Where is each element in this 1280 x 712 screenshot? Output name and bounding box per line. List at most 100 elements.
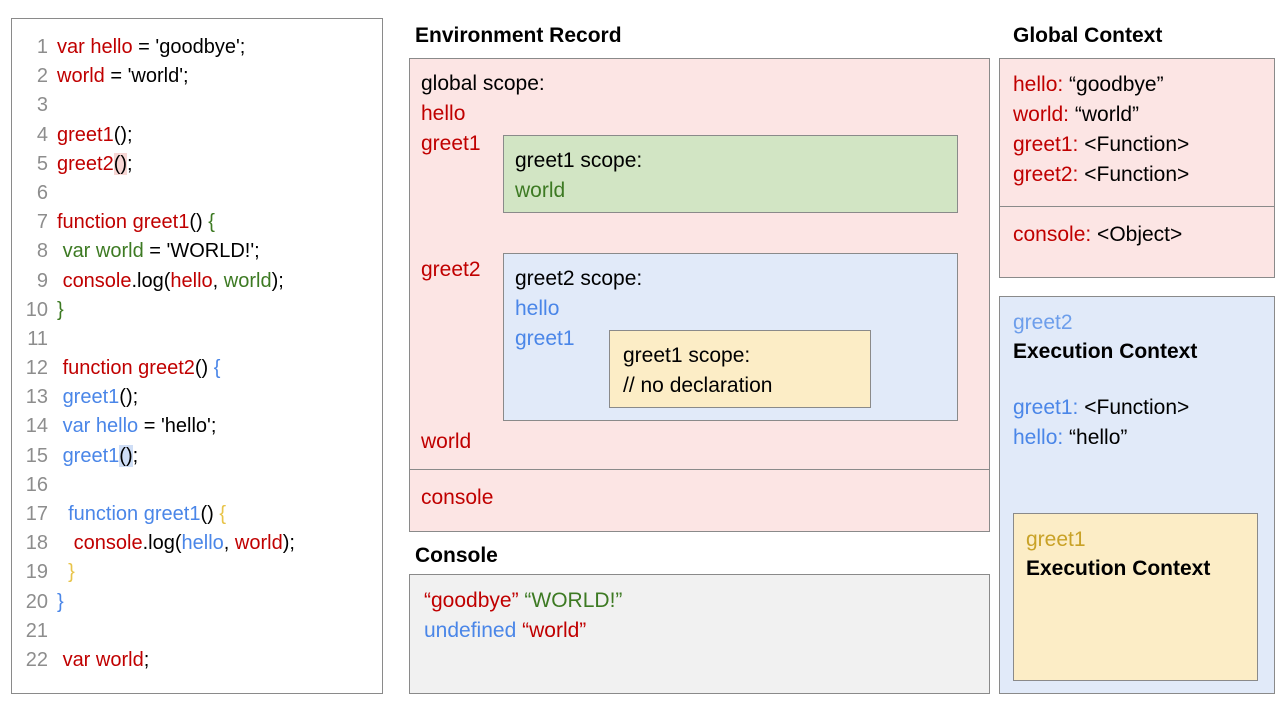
- code-token: = 'hello';: [138, 415, 217, 438]
- code-token: var hello: [62, 415, 139, 438]
- greet2-scope-box: greet2 scope: hello greet1 greet1 scope:…: [503, 253, 958, 421]
- line-number: 1: [36, 36, 48, 58]
- global-context-console-row: console: <Object>: [1000, 207, 1274, 250]
- code-token: function greet1: [57, 211, 190, 234]
- code-line: 15 greet1();: [12, 442, 382, 471]
- code-line: 11: [12, 325, 382, 354]
- variable-value: “hello”: [1063, 426, 1128, 449]
- line-number: 2: [36, 65, 48, 88]
- code-token: console: [73, 532, 143, 555]
- code-token: }: [68, 561, 75, 584]
- environment-record-title: Environment Record: [415, 24, 622, 47]
- code-token: ;: [132, 444, 139, 467]
- variable-key: world:: [1013, 103, 1070, 126]
- line-number: 21: [25, 619, 48, 642]
- line-number: 10: [25, 298, 48, 321]
- code-token: greet1: [57, 123, 114, 146]
- variable-key: greet1:: [1013, 133, 1079, 156]
- code-token: ;: [143, 648, 150, 671]
- global-console-value: <Object>: [1091, 223, 1183, 246]
- code-token: {: [208, 211, 215, 234]
- greet1-scope-binding-world: world: [515, 179, 566, 202]
- line-number: 4: [36, 123, 48, 146]
- code-token: ();: [119, 386, 139, 409]
- code-token: ,: [212, 269, 224, 292]
- greet2-exec-heading: Execution Context: [1013, 340, 1198, 363]
- code-token: [57, 532, 74, 554]
- global-scope-section: global scope: hello greet1 greet1 scope:…: [410, 59, 989, 470]
- global-console-entry: console: <Object>: [1013, 220, 1274, 250]
- code-token: greet2: [57, 152, 114, 175]
- console-lines-container: “goodbye” “WORLD!”undefined “world”: [424, 586, 989, 646]
- line-number: 16: [25, 473, 48, 496]
- console-token: “world”: [522, 619, 587, 642]
- code-token: }: [57, 590, 64, 613]
- code-token: console: [62, 269, 132, 292]
- variable-value: “world”: [1069, 103, 1140, 126]
- environment-record-box: global scope: hello greet1 greet1 scope:…: [409, 58, 990, 532]
- global-scope-label: global scope:: [421, 72, 545, 95]
- line-number: 15: [25, 444, 48, 467]
- greet2-execution-context-variables: greet1: <Function>hello: “hello”: [1013, 393, 1274, 453]
- code-token: greet1: [62, 386, 120, 409]
- console-title: Console: [415, 544, 498, 567]
- variable-value: “goodbye”: [1063, 73, 1164, 96]
- line-number: 19: [25, 561, 48, 584]
- line-number: 17: [25, 503, 48, 525]
- greet1-exec-heading: Execution Context: [1026, 557, 1211, 580]
- greet2-scope-label: greet2 scope:: [515, 267, 643, 290]
- code-token: greet1: [62, 444, 120, 467]
- code-token: ;: [127, 152, 133, 175]
- code-token: var hello: [57, 36, 133, 58]
- console-binding-section: console: [410, 470, 989, 530]
- code-line: 16: [12, 471, 382, 500]
- greet1-scope-box: greet1 scope: world: [503, 135, 958, 213]
- line-number: 7: [36, 211, 48, 234]
- code-token: (): [189, 211, 209, 234]
- binding-world: world: [421, 430, 472, 453]
- code-token: {: [219, 503, 227, 525]
- global-context-title: Global Context: [1013, 24, 1163, 47]
- line-number: 9: [36, 269, 48, 292]
- line-number: 22: [25, 648, 48, 671]
- greet2-context-variable: hello: “hello”: [1013, 423, 1274, 453]
- code-line: 14 var hello = 'hello';: [12, 412, 382, 441]
- code-token: = 'world';: [104, 65, 189, 88]
- code-line: 9 console.log(hello, world);: [12, 267, 382, 296]
- code-token: hello: [170, 269, 213, 292]
- variable-key: greet1:: [1013, 396, 1079, 419]
- global-context-variable: greet2: <Function>: [1013, 160, 1274, 190]
- code-token: (): [200, 503, 220, 525]
- code-token: [57, 503, 68, 525]
- global-console-key: console:: [1013, 223, 1092, 246]
- line-number: 20: [25, 590, 48, 613]
- code-token: }: [57, 298, 64, 321]
- binding-greet1: greet1: [421, 132, 481, 155]
- code-token: var world: [62, 648, 144, 671]
- greet2-scope-binding-greet1: greet1: [515, 327, 575, 350]
- binding-console: console: [421, 486, 494, 509]
- code-line: 10}: [12, 296, 382, 325]
- greet2-execution-context-box: greet2 Execution Context greet1: <Functi…: [999, 296, 1275, 694]
- code-line: 7 function greet1() {: [12, 208, 382, 237]
- greet2-scope-binding-hello: hello: [515, 297, 560, 320]
- binding-hello: hello: [421, 102, 466, 125]
- greet1-exec-name: greet1: [1026, 528, 1086, 551]
- greet1-execution-context-box: greet1 Execution Context: [1013, 513, 1258, 681]
- code-line: 3: [12, 91, 382, 120]
- code-token: world: [223, 269, 272, 292]
- line-number: 5: [36, 152, 48, 175]
- code-token: var world: [62, 240, 144, 263]
- greet1-inner-scope-comment: // no declaration: [623, 374, 773, 397]
- code-line: 21: [12, 617, 382, 646]
- console-output-box[interactable]: “goodbye” “WORLD!”undefined “world”: [409, 574, 990, 694]
- global-context-variable: hello: “goodbye”: [1013, 70, 1274, 100]
- code-line: 17 function greet1() {: [12, 500, 382, 529]
- greet2-context-variable: greet1: <Function>: [1013, 393, 1274, 423]
- greet1-inner-scope-box: greet1 scope: // no declaration: [609, 330, 871, 408]
- global-context-variables: hello: “goodbye”world: “world”greet1: <F…: [1000, 59, 1274, 207]
- line-number: 8: [36, 240, 48, 263]
